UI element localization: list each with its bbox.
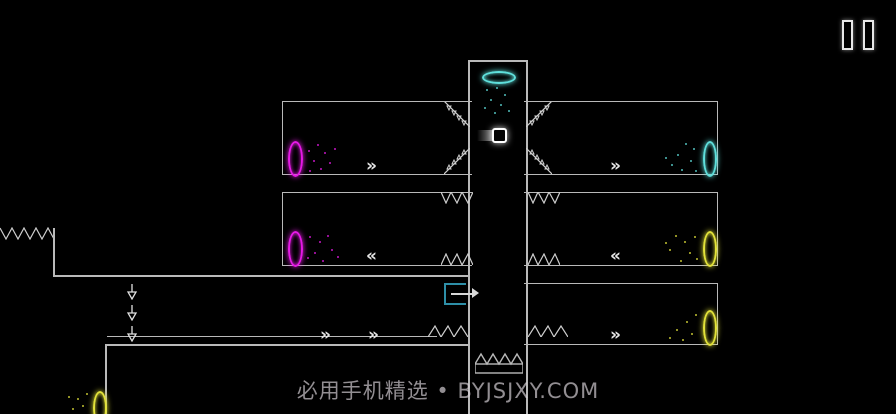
sawtooth-row2-left-ceiling xyxy=(441,192,473,204)
pause-bar-right xyxy=(863,20,874,50)
ledge-floor-horizontal xyxy=(53,275,468,277)
corridor-row1-left xyxy=(282,101,472,175)
watermark-text: 必用手机精选 • BYJSJXY.COM xyxy=(296,379,600,403)
diagonal-ramp-bottom-right xyxy=(526,148,552,174)
exit-arrow-shaft xyxy=(451,293,475,295)
mid-bottom-corridor-floor xyxy=(107,336,437,337)
exit-bracket-icon xyxy=(444,283,466,305)
shaft-cap-top xyxy=(468,60,528,62)
player-motion-trail xyxy=(477,130,493,141)
diagonal-ramp-top-right xyxy=(526,101,552,127)
shaft-wall-left-upper xyxy=(468,60,470,102)
chev-row1-right: » xyxy=(610,156,621,176)
fall-arrow-1 xyxy=(126,284,138,301)
lower-left-platform-vertical xyxy=(105,344,107,414)
exit-arrow-head-icon xyxy=(472,288,479,298)
corridor-row2-right xyxy=(524,192,718,266)
sawtooth-row3-right-floor xyxy=(528,325,568,337)
portal-bottom-left xyxy=(93,391,107,414)
corridor-row3-right xyxy=(524,283,718,345)
chev-row3-a: » xyxy=(320,325,331,345)
fall-arrow-2 xyxy=(126,305,138,322)
chev-row3-right: » xyxy=(610,325,621,345)
portal-shaft-top xyxy=(482,71,516,84)
shaft-wall-right-mid xyxy=(526,102,528,414)
player-character[interactable] xyxy=(492,128,507,143)
chev-row2-left: « xyxy=(366,246,377,266)
lower-left-platform-top xyxy=(105,344,468,346)
portal-row3-right xyxy=(703,310,717,346)
sawtooth-row2-right-ceiling xyxy=(528,192,560,204)
ledge-wall-vertical-left xyxy=(53,228,55,276)
pause-button[interactable] xyxy=(842,20,874,50)
portal-row2-right xyxy=(703,231,717,267)
exit-direction-marker xyxy=(444,283,479,305)
chev-row3-b: » xyxy=(368,325,379,345)
ledge-spikes-far-left xyxy=(0,227,55,240)
shaft-wall-left-mid xyxy=(468,102,470,414)
sawtooth-bottom-mid-floor xyxy=(428,325,468,337)
sawtooth-row2-right-floor xyxy=(528,253,560,265)
portal-shaft-top-particles xyxy=(478,85,518,115)
shaft-floor-spike-platform xyxy=(475,352,523,378)
portal-row1-left xyxy=(288,141,303,177)
chev-row2-right: « xyxy=(610,246,621,266)
portal-row2-left xyxy=(288,231,303,267)
diagonal-ramp-bottom-left xyxy=(444,148,470,174)
pause-bar-left xyxy=(842,20,853,50)
corridor-row2-left xyxy=(282,192,472,266)
portal-row1-right xyxy=(703,141,717,177)
shaft-wall-right-upper xyxy=(526,60,528,102)
fall-arrow-3 xyxy=(126,326,138,343)
diagonal-ramp-top-left xyxy=(444,101,470,127)
chev-row1-left: » xyxy=(366,156,377,176)
sawtooth-row2-left-floor xyxy=(441,253,473,265)
corridor-row1-right xyxy=(524,101,718,175)
